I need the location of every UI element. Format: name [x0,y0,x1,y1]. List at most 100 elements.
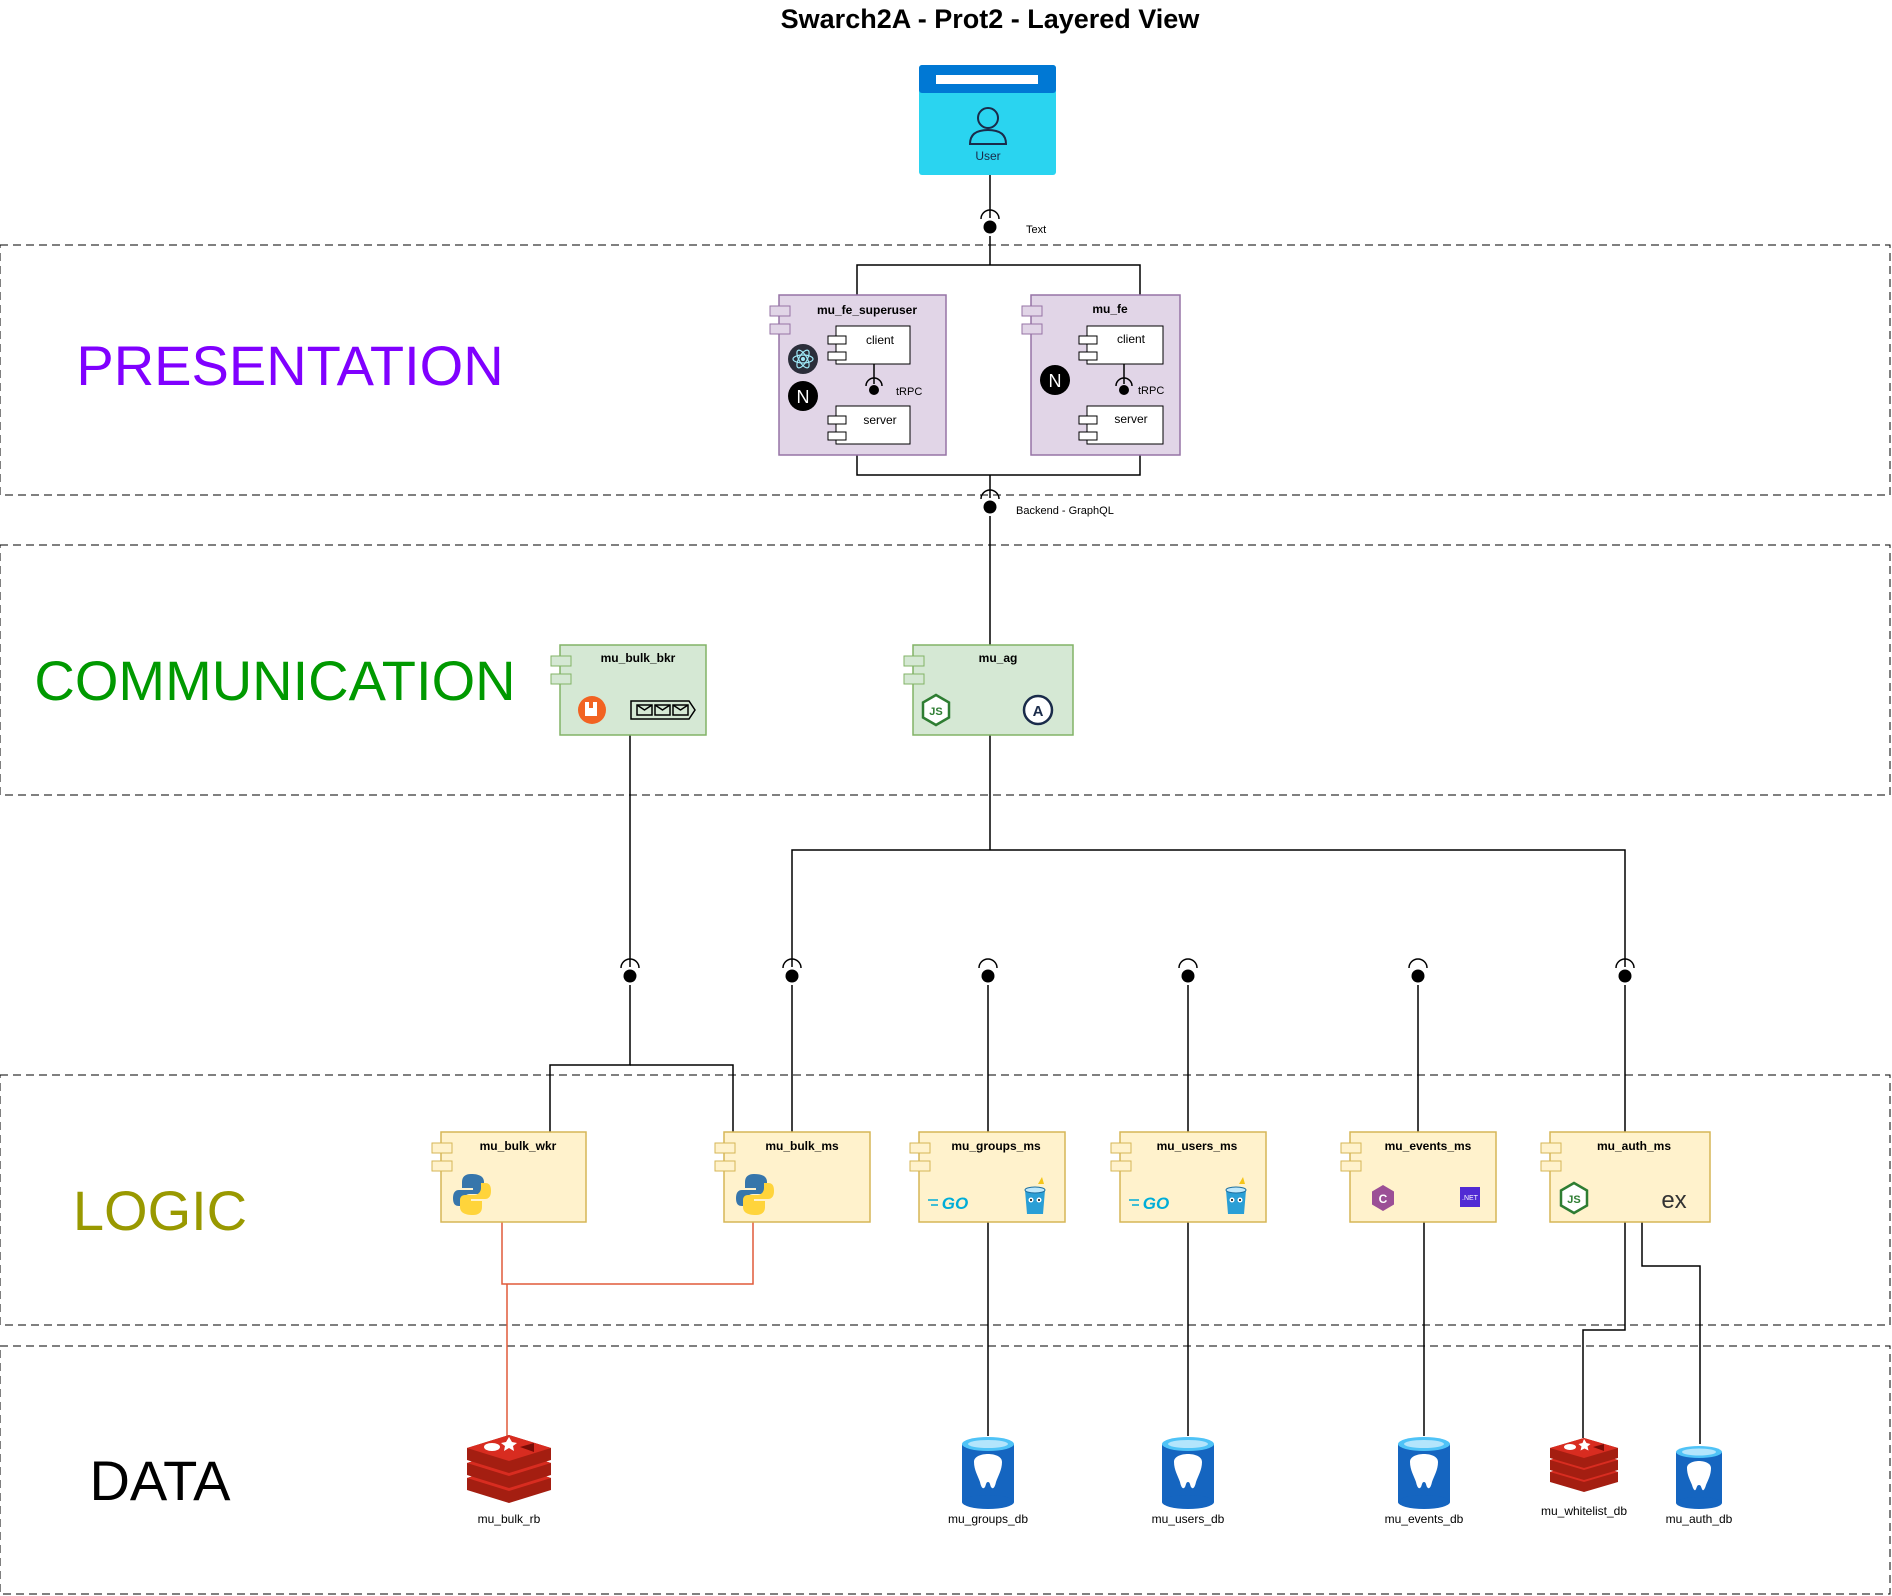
express-icon: ex [1661,1187,1686,1214]
postgres-db-icon [1162,1437,1214,1509]
dotnet-icon: .NET [1460,1187,1480,1207]
component-title: mu_bulk_bkr [601,651,676,665]
user-label: User [975,149,1000,163]
svg-text:N: N [1049,371,1062,391]
layer-label-communication: COMMUNICATION [34,649,515,712]
svg-text:GO: GO [942,1194,968,1213]
interface-lollipops [620,209,1635,983]
python-icon [736,1174,774,1215]
datastore-mu-whitelist-db[interactable]: mu_whitelist_db [1541,1438,1627,1518]
nextjs-icon: N [788,381,818,411]
component-mu-bulk-bkr[interactable]: mu_bulk_bkr [550,644,707,736]
cache-connector-lines [501,1222,754,1438]
postgres-db-icon [962,1437,1014,1509]
component-mu-events-ms[interactable]: mu_events_ms C .NET [1340,1131,1497,1223]
interface-bulk-bkr [620,958,640,983]
layer-label-logic: LOGIC [73,1179,247,1242]
csharp-icon: C [1372,1185,1394,1211]
server-label: server [863,413,896,427]
postgres-db-icon [1676,1446,1722,1509]
layer-label-data: DATA [89,1449,231,1512]
component-mu-users-ms[interactable]: mu_users_ms GO [1110,1131,1267,1223]
component-title: mu_bulk_ms [765,1139,839,1153]
diagram-title: Swarch2A - Prot2 - Layered View [781,4,1201,34]
interface-label-text: Text [1026,224,1046,236]
server-label: server [1114,412,1147,426]
client-label: client [1117,332,1146,346]
datastore-mu-auth-db[interactable]: mu_auth_db [1666,1446,1733,1526]
nodejs-icon: JS [921,693,951,727]
datastore-label: mu_bulk_rb [478,1512,541,1526]
interface-groups-ms [978,958,998,983]
component-mu-bulk-wkr[interactable]: mu_bulk_wkr [431,1131,587,1223]
subcomponent-server[interactable]: server [827,405,911,445]
component-mu-fe[interactable]: mu_fe client tRPC server N [1021,294,1181,456]
interface-users-ms [1178,958,1198,983]
component-title: mu_events_ms [1385,1139,1472,1153]
component-mu-auth-ms[interactable]: mu_auth_ms JS ex [1540,1131,1711,1223]
connector-lines [549,175,1701,1444]
datastore-label: mu_events_db [1385,1512,1464,1526]
datastore-label: mu_whitelist_db [1541,1504,1627,1518]
datastore-mu-groups-db[interactable]: mu_groups_db [948,1437,1028,1526]
component-title: mu_bulk_wkr [480,1139,557,1153]
interface-auth-ms [1615,958,1635,983]
redis-icon [1550,1438,1618,1492]
datastore-mu-users-db[interactable]: mu_users_db [1152,1437,1225,1526]
interface-events-ms [1408,958,1428,983]
component-title: mu_users_ms [1157,1139,1238,1153]
go-icon: GO [928,1194,968,1213]
datastore-label: mu_groups_db [948,1512,1028,1526]
component-mu-groups-ms[interactable]: mu_groups_ms GO [909,1131,1066,1223]
subcomponent-server[interactable]: server [1078,405,1164,445]
trpc-label: tRPC [896,386,922,398]
svg-text:N: N [797,387,810,407]
gorm-icon [1225,1177,1247,1214]
layer-logic: LOGIC [0,1074,1891,1326]
component-title: mu_auth_ms [1597,1139,1671,1153]
python-icon [453,1174,491,1215]
apollo-icon: A [1022,694,1054,726]
datastore-label: mu_users_db [1152,1512,1225,1526]
svg-text:GO: GO [1143,1194,1169,1213]
interface-backend-graphql [980,489,1000,514]
layer-data: DATA [0,1345,1891,1595]
interface-bulk-ms [782,958,802,983]
redis-icon [467,1435,551,1503]
component-mu-bulk-ms[interactable]: mu_bulk_ms [714,1131,871,1223]
client-label: client [866,333,895,347]
trpc-label: tRPC [1138,385,1164,397]
svg-text:JS: JS [929,706,942,718]
rabbitmq-icon [578,696,606,724]
message-queue-icon [630,700,696,720]
component-title: mu_ag [979,651,1018,665]
nextjs-icon: N [1040,365,1070,395]
component-mu-ag[interactable]: mu_ag JS A [903,644,1074,736]
user-icon [968,107,1008,145]
layer-communication: COMMUNICATION [0,544,1891,796]
component-title: mu_fe_superuser [817,303,917,317]
postgres-db-icon [1398,1437,1450,1509]
layer-presentation: PRESENTATION [0,244,1891,496]
datastore-mu-bulk-rb[interactable]: mu_bulk_rb [467,1435,551,1526]
component-title: mu_fe [1092,302,1128,316]
interface-label-backend: Backend - GraphQL [1016,505,1114,517]
go-icon: GO [1129,1194,1169,1213]
svg-text:.NET: .NET [1462,1195,1479,1202]
svg-text:JS: JS [1567,1194,1580,1206]
datastore-label: mu_auth_db [1666,1512,1733,1526]
gorm-icon [1024,1177,1046,1214]
component-title: mu_groups_ms [951,1139,1041,1153]
electron-icon [788,344,818,374]
datastore-mu-events-db[interactable]: mu_events_db [1385,1437,1464,1526]
svg-text:C: C [1379,1192,1388,1206]
layer-label-presentation: PRESENTATION [76,334,503,397]
subcomponent-client[interactable]: client [1078,325,1164,365]
subcomponent-client[interactable]: client [827,325,911,365]
interface-user-link [980,209,1000,234]
svg-text:ex: ex [1661,1187,1686,1214]
nodejs-icon: JS [1559,1181,1589,1215]
component-mu-fe-superuser[interactable]: mu_fe_superuser client tRPC server N [769,294,947,456]
user-actor[interactable]: User [919,65,1056,175]
